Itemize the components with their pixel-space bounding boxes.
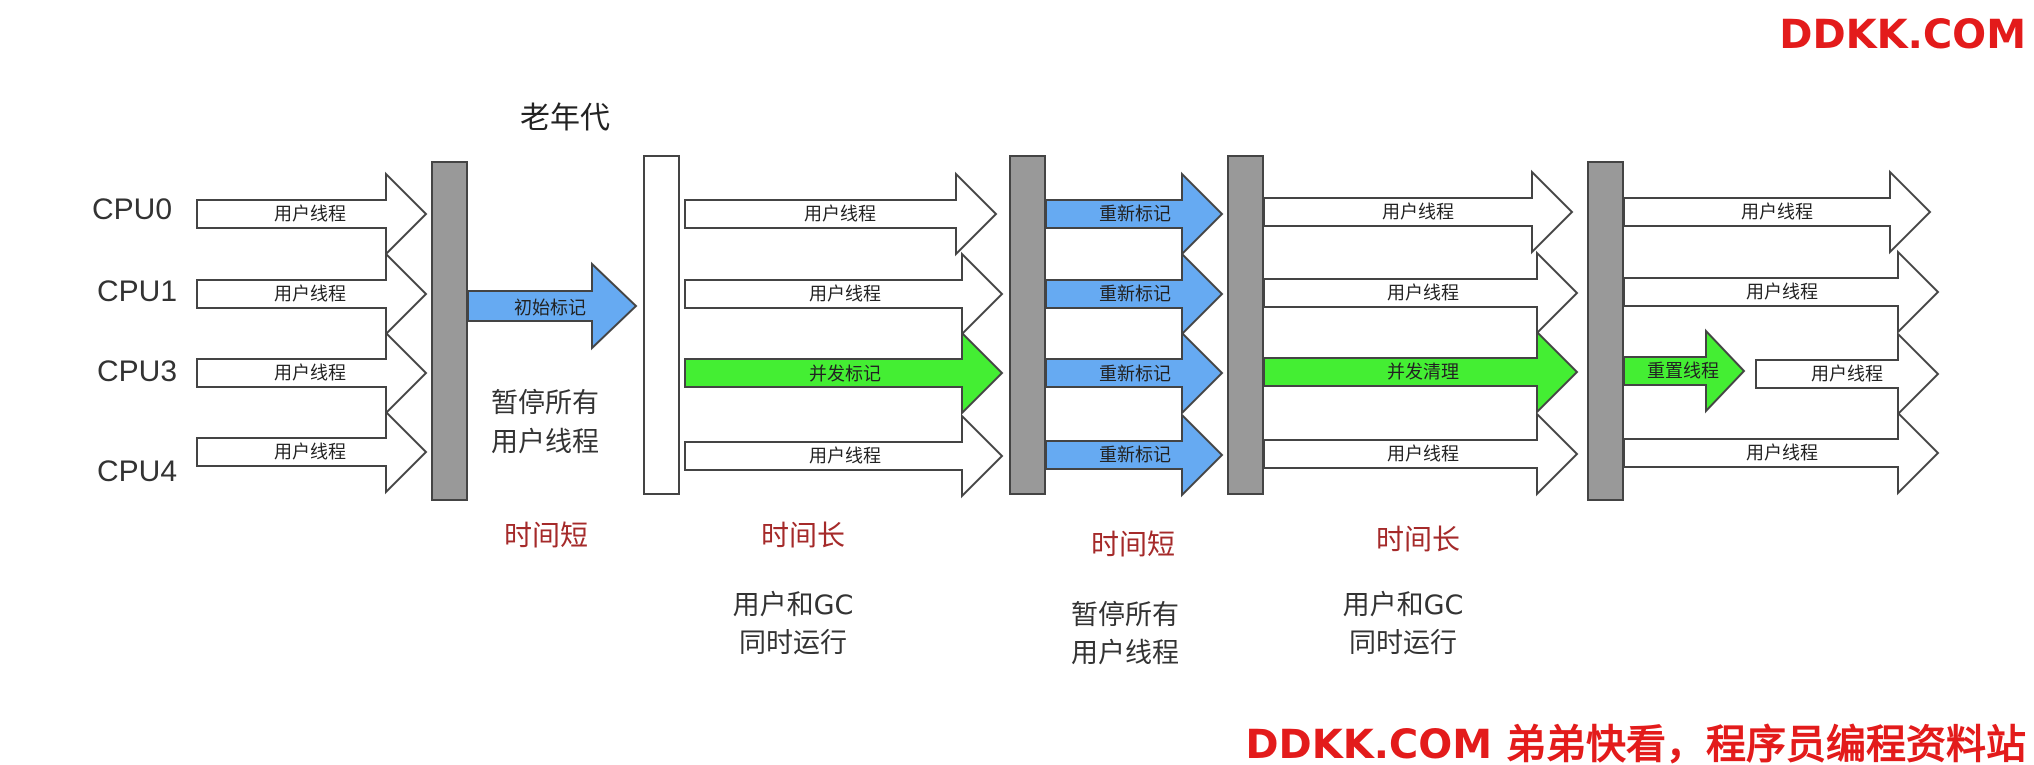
- safepoint-bar-1: [431, 161, 468, 501]
- old-generation-title: 老年代: [520, 101, 610, 136]
- phase1-duration: 时间短: [504, 519, 588, 552]
- phase1-user-thread-arrow: [196, 171, 428, 257]
- phase1-user-thread-arrow: [196, 251, 428, 337]
- reset-thread-arrow: [1623, 328, 1746, 414]
- phase1-note-line2: 用户线程: [491, 427, 599, 458]
- initial-mark-label: 初始标记: [514, 298, 586, 319]
- safepoint-bar-2: [1009, 155, 1046, 495]
- old-generation-bar: [643, 155, 680, 495]
- phase2-arrow-label: 用户线程: [804, 204, 876, 225]
- remark-label: 重新标记: [1099, 284, 1171, 305]
- phase5-after-reset-label: 用户线程: [1811, 364, 1883, 385]
- phase4-note-line2: 同时运行: [1349, 628, 1457, 659]
- phase4-arrow-label: 用户线程: [1387, 444, 1459, 465]
- cpu-label-2: CPU3: [97, 355, 177, 388]
- phase2-duration: 时间长: [761, 519, 845, 552]
- safepoint-bar-4: [1587, 161, 1624, 501]
- remark-arrow: [1045, 330, 1224, 416]
- concurrent-sweep-arrow: [1263, 329, 1579, 415]
- phase2-arrow-label: 并发标记: [809, 364, 881, 385]
- phase1-user-thread-arrow: [196, 409, 428, 495]
- phase1-user-thread-label: 用户线程: [274, 284, 346, 305]
- concurrent-mark-arrow: [684, 330, 1004, 416]
- phase5-user-thread-arrow: [1623, 249, 1940, 335]
- phase5-user-thread-arrow: [1623, 410, 1940, 496]
- remark-label: 重新标记: [1099, 445, 1171, 466]
- watermark-bottom: DDKK.COM 弟弟快看，程序员编程资料站: [1245, 722, 2026, 765]
- reset-thread-label: 重置线程: [1647, 361, 1719, 382]
- phase4-arrow-label: 并发清理: [1387, 362, 1459, 383]
- remark-arrow: [1045, 412, 1224, 498]
- phase1-user-thread-label: 用户线程: [274, 363, 346, 384]
- phase4-user-thread-arrow: [1263, 250, 1579, 336]
- phase1-note-line1: 暂停所有: [491, 388, 599, 419]
- phase4-arrow-label: 用户线程: [1387, 283, 1459, 304]
- phase5-arrow-label: 用户线程: [1741, 202, 1813, 223]
- phase3-note-line1: 暂停所有: [1071, 600, 1179, 631]
- phase2-user-thread-arrow: [684, 413, 1004, 499]
- safepoint-bar-3: [1227, 155, 1264, 495]
- phase3-note-line2: 用户线程: [1071, 638, 1179, 669]
- phase5-arrow-label: 用户线程: [1746, 443, 1818, 464]
- remark-label: 重新标记: [1099, 364, 1171, 385]
- phase4-user-thread-arrow: [1263, 411, 1579, 497]
- watermark-top: DDKK.COM: [1779, 12, 2026, 58]
- phase2-arrow-label: 用户线程: [809, 446, 881, 467]
- phase1-user-thread-label: 用户线程: [274, 442, 346, 463]
- phase5-after-reset-arrow: [1755, 331, 1940, 417]
- phase4-user-thread-arrow: [1263, 169, 1574, 255]
- phase2-note-line1: 用户和GC: [733, 590, 854, 621]
- phase4-arrow-label: 用户线程: [1382, 202, 1454, 223]
- remark-label: 重新标记: [1099, 204, 1171, 225]
- phase5-arrow-label: 用户线程: [1746, 282, 1818, 303]
- cpu-label-1: CPU1: [97, 275, 177, 308]
- phase2-user-thread-arrow: [684, 171, 998, 257]
- phase4-duration: 时间长: [1376, 523, 1460, 556]
- phase5-user-thread-arrow: [1623, 169, 1932, 255]
- initial-mark-arrow: [467, 261, 638, 351]
- phase1-user-thread-label: 用户线程: [274, 204, 346, 225]
- phase4-note-line1: 用户和GC: [1343, 590, 1464, 621]
- phase2-note-line2: 同时运行: [739, 628, 847, 659]
- phase2-user-thread-arrow: [684, 251, 1004, 337]
- phase3-duration: 时间短: [1091, 528, 1175, 561]
- cpu-label-3: CPU4: [97, 455, 177, 488]
- phase2-arrow-label: 用户线程: [809, 284, 881, 305]
- remark-arrow: [1045, 251, 1224, 337]
- remark-arrow: [1045, 171, 1224, 257]
- phase1-user-thread-arrow: [196, 330, 428, 416]
- cpu-label-0: CPU0: [92, 193, 172, 226]
